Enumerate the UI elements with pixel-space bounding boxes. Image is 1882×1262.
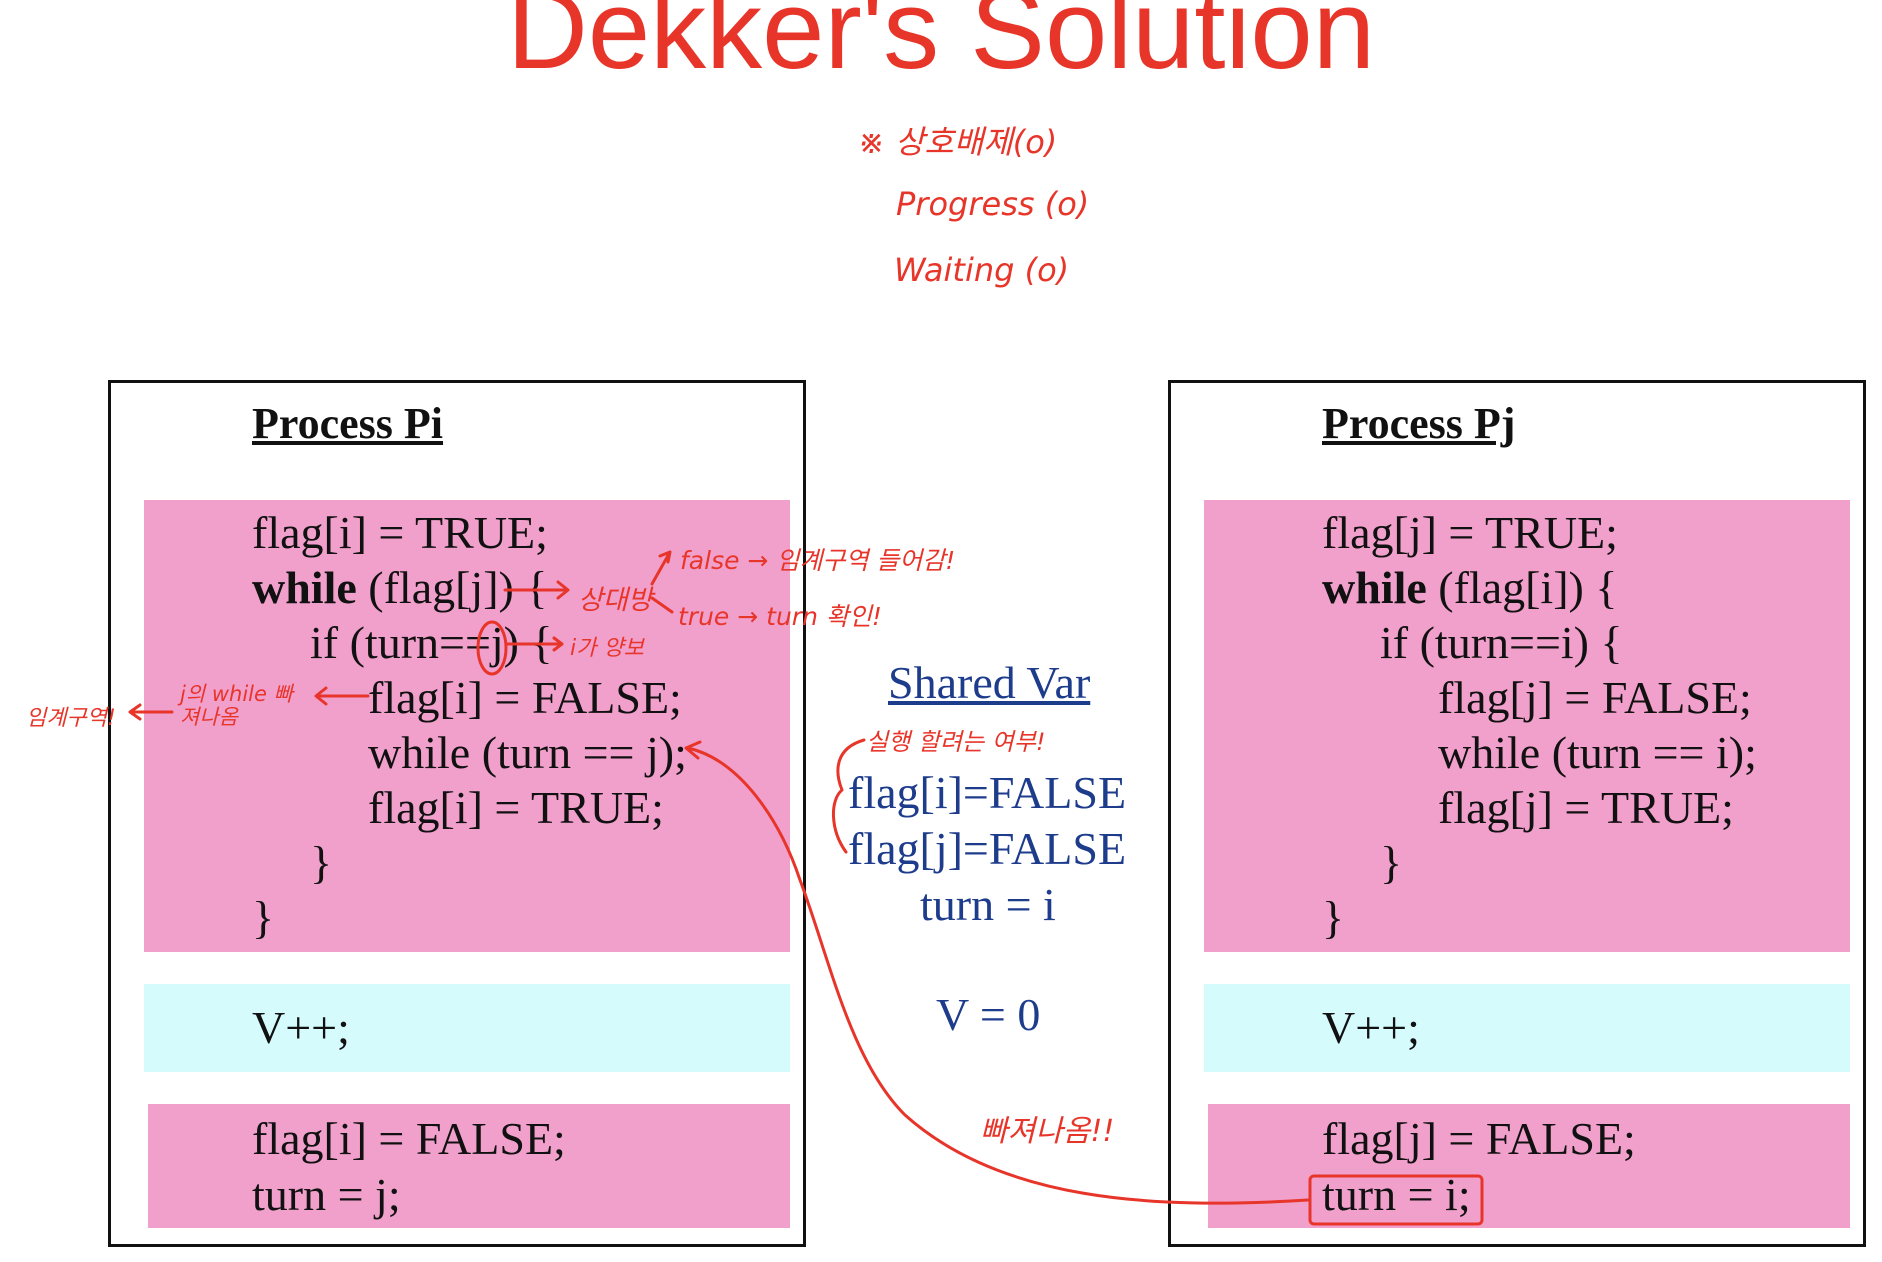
pj-line-2: while (flag[i]) { <box>1322 562 1618 613</box>
pi-exit-1: flag[i] = FALSE; <box>252 1113 566 1164</box>
annotation-yield: i가 양보 <box>570 636 644 661</box>
shared-turn: turn = i <box>920 879 1056 930</box>
annotation-critical-section: 임계구역! <box>26 706 116 731</box>
page-title: Dekker's Solution <box>507 0 1375 92</box>
note-mutual-exclusion: ※ 상호배제(o) <box>858 123 1058 161</box>
process-i-exit-section <box>148 1104 790 1228</box>
annotation-opponent: 상대방 <box>578 585 653 616</box>
process-j-entry-section <box>1204 500 1850 952</box>
annotation-false-branch: false → 임계구역 들어감! <box>680 546 956 575</box>
process-j-critical-section <box>1204 984 1850 1072</box>
pj-line-4: flag[j] = FALSE; <box>1438 672 1752 723</box>
pj-line-6: flag[j] = TRUE; <box>1438 782 1734 833</box>
pi-line-5: while (turn == j); <box>368 727 687 778</box>
pi-line-6: flag[i] = TRUE; <box>368 782 664 833</box>
annotation-exit-note: 빠져나옴!! <box>980 1114 1115 1149</box>
process-j-header: Process Pj <box>1322 399 1516 448</box>
pj-exit-1: flag[j] = FALSE; <box>1322 1113 1636 1164</box>
process-i-header: Process Pi <box>252 399 444 448</box>
pi-exit-2: turn = j; <box>252 1169 401 1220</box>
annotation-true-branch: true → turn 확인! <box>678 602 882 631</box>
shared-var-title: Shared Var <box>888 657 1091 708</box>
pi-line-7: } <box>310 837 333 888</box>
pj-exit-2: turn = i; <box>1322 1169 1471 1220</box>
pi-line-8: } <box>252 892 275 943</box>
annotation-execute-intent: 실행 할려는 여부! <box>866 728 1046 756</box>
pj-line-8: } <box>1322 892 1345 943</box>
pi-line-3: if (turn==j) { <box>310 617 553 668</box>
shared-flag-i: flag[i]=FALSE <box>848 767 1127 818</box>
pi-line-1: flag[i] = TRUE; <box>252 507 548 558</box>
annotation-j-while-exit: j의 while 빠져나옴 <box>180 682 293 730</box>
pj-line-5: while (turn == i); <box>1438 727 1757 778</box>
shared-v: V = 0 <box>936 989 1041 1040</box>
pi-critical: V++; <box>252 1002 350 1053</box>
pj-line-1: flag[j] = TRUE; <box>1322 507 1618 558</box>
process-i-entry-section <box>144 500 790 952</box>
process-i-critical-section <box>144 984 790 1072</box>
pj-line-7: } <box>1380 837 1403 888</box>
note-progress: Progress (o) <box>896 185 1090 223</box>
pj-line-3: if (turn==i) { <box>1380 617 1623 668</box>
shared-flag-j: flag[j]=FALSE <box>848 823 1127 874</box>
pi-line-2: while (flag[j]) { <box>252 562 548 613</box>
pj-critical: V++; <box>1322 1002 1420 1053</box>
pi-line-4: flag[i] = FALSE; <box>368 672 682 723</box>
note-waiting: Waiting (o) <box>894 251 1070 289</box>
